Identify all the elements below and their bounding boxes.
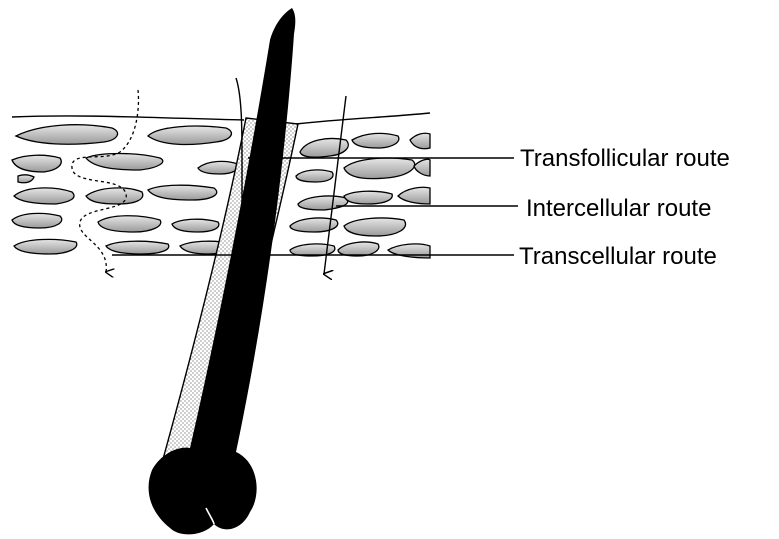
skin-surface xyxy=(12,113,430,124)
intercellular-route-label: Intercellular route xyxy=(526,197,711,221)
transcellular-route-label: Transcellular route xyxy=(519,245,717,269)
transfollicular-route-label: Transfollicular route xyxy=(520,147,730,171)
corneocyte-cell-icon xyxy=(290,133,430,258)
corneocyte-cell-icon xyxy=(12,125,238,254)
